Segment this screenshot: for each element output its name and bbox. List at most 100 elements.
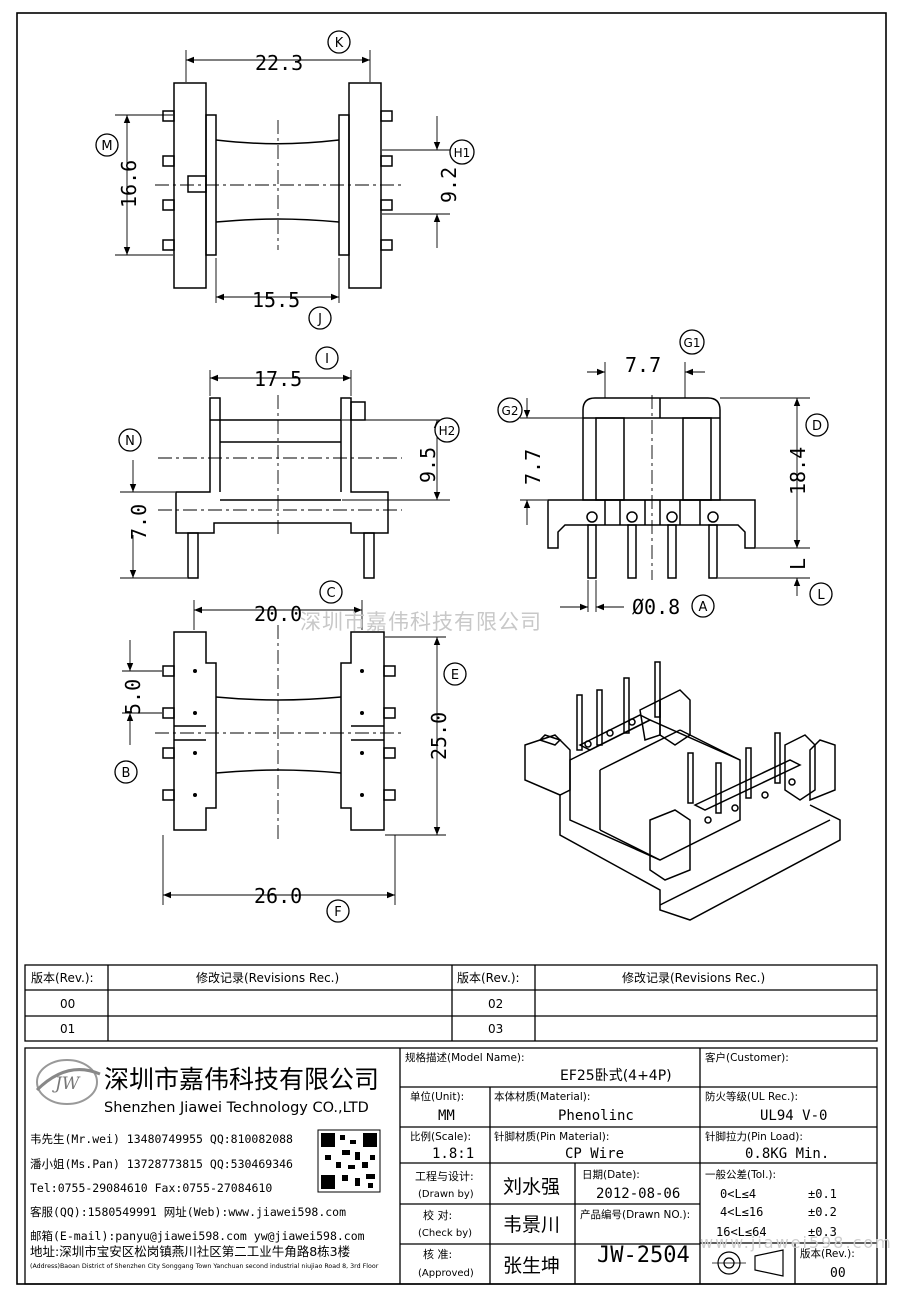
dim-bottom-overall: 26.0 — [254, 884, 302, 908]
unit-label: 单位(Unit): — [410, 1090, 464, 1103]
address-cn: 地址:深圳市宝安区松岗镇燕川社区第二工业牛角路8栋3楼 — [30, 1244, 350, 1259]
tol-label: 一般公差(Tol.): — [705, 1168, 776, 1181]
rev-row-1-rev: 00 — [60, 997, 75, 1011]
dim-mid-pin: 7.0 — [127, 504, 151, 540]
material-label: 本体材质(Material): — [494, 1090, 590, 1103]
material-value: Phenolinc — [558, 1108, 634, 1124]
pin-material-label: 针脚材质(Pin Material): — [494, 1130, 609, 1143]
dim-side-pin-len: L — [786, 558, 810, 570]
contact-line-3: Tel:0755-29084610 Fax:0755-27084610 — [30, 1181, 272, 1195]
dim-bottom-pitch: 5.0 — [121, 679, 145, 715]
callout-c: C — [326, 586, 335, 601]
model-value: EF25卧式(4+4P) — [560, 1068, 672, 1084]
callout-f: F — [334, 905, 341, 920]
drawn-label: 工程与设计: — [415, 1170, 474, 1183]
bottom-view — [122, 600, 446, 905]
contact-line-2: 潘小姐(Ms.Pan) 13728773815 QQ:530469346 — [30, 1157, 293, 1171]
watermark-url: www.jiawei598.com — [700, 1233, 893, 1252]
rev-row-1-rev2: 02 — [488, 997, 503, 1011]
title-block-text: 规格描述(Model Name): EF25卧式(4+4P) 客户(Custom… — [405, 1051, 855, 1281]
tol-value-1: ±0.1 — [808, 1187, 837, 1201]
dim-mid-width: 17.5 — [254, 367, 302, 391]
approved-value: 张生坤 — [503, 1255, 560, 1277]
isometric-view — [524, 661, 841, 921]
revision-table-text: 版本(Rev.): 修改记录(Revisions Rec.) 版本(Rev.):… — [31, 970, 765, 1036]
ul-value: UL94 V-0 — [760, 1108, 827, 1124]
date-value: 2012-08-06 — [596, 1186, 680, 1202]
svg-text:JW: JW — [52, 1074, 81, 1094]
rev-header-4: 修改记录(Revisions Rec.) — [622, 970, 765, 985]
dim-mid-core: 9.5 — [416, 447, 440, 483]
dim-top-inner: 15.5 — [252, 288, 300, 312]
rev-row-2-rev2: 03 — [488, 1022, 503, 1036]
drawn-no-label: 产品编号(Drawn NO.): — [580, 1208, 690, 1221]
rev-row-2-rev: 01 — [60, 1022, 75, 1036]
callout-l: L — [817, 588, 825, 603]
unit-value: MM — [438, 1108, 455, 1124]
model-label: 规格描述(Model Name): — [405, 1051, 525, 1064]
tol-value-3: ±0.3 — [808, 1225, 837, 1239]
check-label-en: (Check by) — [418, 1228, 472, 1239]
callout-i: I — [325, 352, 329, 367]
callout-e: E — [451, 668, 459, 683]
tol-value-2: ±0.2 — [808, 1205, 837, 1219]
pin-load-value: 0.8KG Min. — [745, 1146, 829, 1162]
callout-k: K — [335, 36, 344, 51]
dim-bottom-width: 20.0 — [254, 602, 302, 626]
side-view — [520, 362, 810, 612]
dim-side-core-w: 7.7 — [625, 353, 661, 377]
dim-top-height: 16.6 — [117, 160, 141, 208]
rev-label: 版本(Rev.): — [800, 1247, 855, 1260]
dim-top-width: 22.3 — [255, 51, 303, 75]
check-label: 校 对: — [423, 1208, 452, 1222]
callout-h1: H1 — [454, 146, 471, 160]
pin-material-value: CP Wire — [565, 1146, 624, 1162]
rev-header-3: 版本(Rev.): — [457, 971, 520, 985]
tol-range-1: 0<L≤4 — [720, 1187, 756, 1201]
dim-side-pin-dia: Ø0.8 — [632, 595, 680, 619]
tol-range-2: 4<L≤16 — [720, 1205, 763, 1219]
callout-labels: K M H1 J I N H2 G1 G2 D L A C E B F — [101, 36, 825, 920]
callout-h2: H2 — [439, 424, 456, 438]
company-logo: JW — [35, 1059, 101, 1105]
callout-a: A — [699, 600, 708, 615]
rev-header-2: 修改记录(Revisions Rec.) — [196, 970, 339, 985]
callout-g2: G2 — [502, 404, 519, 418]
contact-line-1: 韦先生(Mr.wei) 13480749955 QQ:810082088 — [30, 1132, 293, 1146]
scale-value: 1.8:1 — [432, 1146, 474, 1162]
title-block-grid — [24, 1047, 878, 1285]
callout-n: N — [125, 434, 135, 449]
ul-label: 防火等级(UL Rec.): — [705, 1090, 798, 1103]
rev-header-1: 版本(Rev.): — [31, 971, 94, 985]
contact-line-4: 客服(QQ):1580549991 网址(Web):www.jiawei598.… — [30, 1205, 346, 1219]
pin-load-label: 针脚拉力(Pin Load): — [705, 1130, 803, 1143]
dimension-labels: 22.3 16.6 9.2 15.5 17.5 9.5 7.0 7.7 7.7 … — [117, 51, 810, 908]
callout-j: J — [317, 312, 322, 327]
check-value: 韦景川 — [503, 1214, 560, 1236]
front-view — [120, 370, 450, 579]
revision-table — [24, 964, 878, 1042]
approved-label-en: (Approved) — [418, 1268, 474, 1279]
address-en: (Address)Baoan District of Shenzhen City… — [30, 1263, 379, 1270]
qr-code — [317, 1129, 381, 1193]
top-view — [115, 50, 450, 303]
callout-b: B — [122, 766, 131, 781]
projection-symbol — [712, 1249, 784, 1277]
drawn-no-value: JW-2504 — [597, 1243, 690, 1268]
company-name-cn: 深圳市嘉伟科技有限公司 — [104, 1065, 379, 1094]
drawn-label-en: (Drawn by) — [418, 1189, 474, 1200]
dim-side-height: 18.4 — [786, 447, 810, 495]
rev-value: 00 — [830, 1266, 846, 1281]
customer-label: 客户(Customer): — [705, 1051, 789, 1064]
callout-m: M — [101, 139, 112, 154]
company-name-en: Shenzhen Jiawei Technology CO.,LTD — [104, 1100, 369, 1116]
company-block: JW 深圳市嘉伟科技有限公司 Shenzhen Jiawei Technolog… — [30, 1059, 381, 1270]
dim-bottom-length: 25.0 — [427, 712, 451, 760]
drawn-value: 刘水强 — [503, 1176, 560, 1198]
dim-side-core-h: 7.7 — [521, 449, 545, 485]
date-label: 日期(Date): — [582, 1169, 640, 1181]
callout-d: D — [812, 419, 822, 434]
approved-label: 核 准: — [423, 1247, 452, 1261]
dim-top-core: 9.2 — [437, 167, 461, 203]
